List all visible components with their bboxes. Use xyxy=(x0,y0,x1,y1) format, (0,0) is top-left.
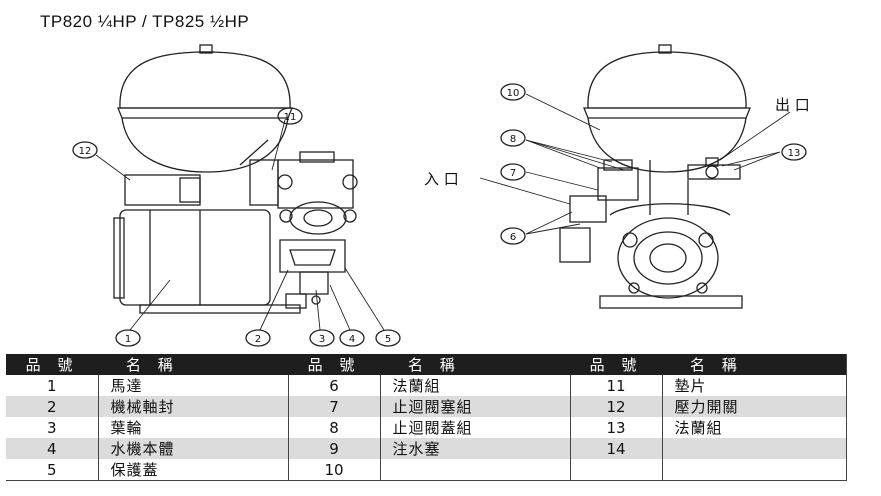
header-name-2: 名 稱 xyxy=(380,354,570,375)
left-callout-circles xyxy=(72,107,401,347)
table-cell: 法蘭組 xyxy=(379,375,570,396)
callout-11: 11 xyxy=(284,112,297,123)
callout-8: 8 xyxy=(510,134,516,145)
table-row: 2 機械軸封 7 止迴閥塞組 12 壓力開關 xyxy=(6,396,846,417)
table-cell: 注水塞 xyxy=(379,438,570,459)
right-callout-circles xyxy=(500,83,807,245)
pump-diagram: 12 11 1 2 3 4 5 10 8 7 6 13 入 口 出 口 xyxy=(72,44,810,347)
callout-6: 6 xyxy=(510,232,516,243)
callout-12: 12 xyxy=(79,146,92,157)
table-cell: 11 xyxy=(569,375,662,396)
table-cell xyxy=(661,459,846,481)
callout-4: 4 xyxy=(349,334,355,345)
table-cell: 2 xyxy=(6,396,98,417)
table-cell: 3 xyxy=(46,418,57,437)
table-row: 5 保護蓋 10 xyxy=(6,459,846,481)
table-row: 3 葉輪 8 止迴閥蓋組 13 法蘭組 xyxy=(6,417,846,438)
table-cell: 6 xyxy=(287,375,380,396)
callout-3: 3 xyxy=(319,334,325,345)
callout-10: 10 xyxy=(507,88,520,99)
header-item-no-1: 品 號 xyxy=(6,354,98,375)
table-cell: 8 xyxy=(287,417,380,438)
callout-7: 7 xyxy=(510,168,516,179)
table-cell: 止迴閥塞組 xyxy=(379,396,570,417)
header-name-3: 名 稱 xyxy=(662,354,846,375)
left-leader-lines xyxy=(95,119,385,331)
table-cell: 13 xyxy=(569,417,662,438)
outlet-label: 出 口 xyxy=(775,96,810,114)
table-cell xyxy=(661,438,846,459)
table-cell: 5 xyxy=(46,460,57,479)
callout-13: 13 xyxy=(788,148,801,159)
table-cell: 馬達 xyxy=(97,375,288,396)
table-cell: 4 xyxy=(6,438,98,459)
table-cell: 14 xyxy=(569,438,662,459)
table-cell: 葉輪 xyxy=(97,417,288,438)
left-pump-drawing xyxy=(113,44,358,314)
table-cell: 7 xyxy=(287,396,380,417)
table-cell: 1 xyxy=(46,376,57,395)
parts-table-header: 品 號 名 稱 品 號 名 稱 品 號 名 稱 xyxy=(6,354,846,375)
table-row: 4 水機本體 9 注水塞 14 xyxy=(6,438,846,459)
table-row: 1 馬達 6 法蘭組 11 墊片 xyxy=(6,375,846,396)
table-cell xyxy=(569,459,662,481)
table-cell: 止迴閥蓋組 xyxy=(379,417,570,438)
table-cell xyxy=(379,459,570,481)
table-cell: 10 xyxy=(287,459,380,481)
callout-5: 5 xyxy=(385,334,391,345)
table-cell: 壓力開關 xyxy=(661,396,846,417)
table-cell: 保護蓋 xyxy=(97,459,288,481)
table-cell: 墊片 xyxy=(661,375,846,396)
diagram-title: TP820 ¼HP / TP825 ½HP xyxy=(40,12,250,31)
right-leader-lines xyxy=(479,93,791,235)
parts-table: 品 號 名 稱 品 號 名 稱 品 號 名 稱 1 馬達 6 法蘭組 11 墊片… xyxy=(6,354,847,481)
table-cell: 法蘭組 xyxy=(661,417,846,438)
header-item-no-2: 品 號 xyxy=(288,354,380,375)
header-name-1: 名 稱 xyxy=(98,354,288,375)
inlet-label: 入 口 xyxy=(424,170,459,188)
table-cell: 9 xyxy=(287,438,380,459)
right-pump-drawing xyxy=(559,44,751,309)
table-cell: 機械軸封 xyxy=(97,396,288,417)
table-cell: 水機本體 xyxy=(97,438,288,459)
callout-2: 2 xyxy=(255,334,261,345)
callout-1: 1 xyxy=(125,334,131,345)
header-item-no-3: 品 號 xyxy=(570,354,662,375)
table-cell: 12 xyxy=(569,396,662,417)
